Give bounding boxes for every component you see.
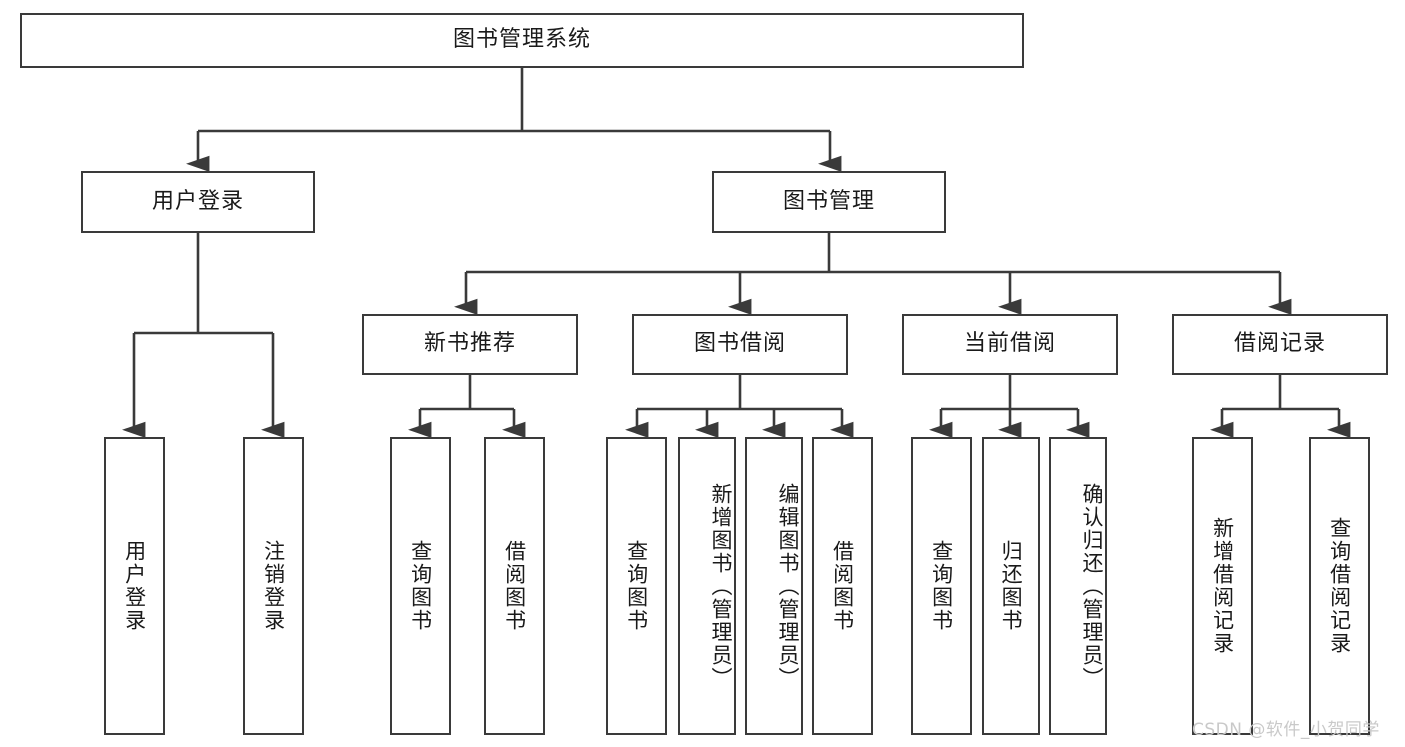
node-book-manage-label: 图书管理 — [782, 188, 875, 214]
node-root[interactable]: 图书管理系统 — [20, 13, 1024, 68]
node-leaf-user-logout-label: 注销登录 — [261, 540, 286, 632]
node-leaf-edit-book[interactable]: 编辑图书（管理员） — [745, 437, 803, 735]
node-leaf-query-book-3[interactable]: 查询图书 — [911, 437, 972, 735]
node-borrow-record-label: 借阅记录 — [1233, 331, 1326, 357]
node-leaf-borrow-book-1[interactable]: 借阅图书 — [484, 437, 545, 735]
node-leaf-user-login[interactable]: 用户登录 — [104, 437, 165, 735]
node-borrow-record[interactable]: 借阅记录 — [1172, 314, 1388, 375]
node-leaf-query-book-1-label: 查询图书 — [408, 540, 433, 632]
node-leaf-add-record-label: 新增借阅记录 — [1210, 517, 1235, 655]
node-leaf-user-logout[interactable]: 注销登录 — [243, 437, 304, 735]
node-leaf-user-login-label: 用户登录 — [122, 540, 147, 632]
node-leaf-add-book[interactable]: 新增图书（管理员） — [678, 437, 736, 735]
node-leaf-return-book-label: 归还图书 — [999, 540, 1024, 632]
node-leaf-borrow-book-1-label: 借阅图书 — [502, 540, 527, 632]
node-leaf-add-book-label: 新增图书（管理员） — [709, 482, 733, 690]
node-leaf-query-book-2[interactable]: 查询图书 — [606, 437, 667, 735]
node-leaf-query-record[interactable]: 查询借阅记录 — [1309, 437, 1370, 735]
node-book-borrow-label: 图书借阅 — [693, 331, 786, 357]
node-book-borrow[interactable]: 图书借阅 — [632, 314, 848, 375]
node-current-borrow[interactable]: 当前借阅 — [902, 314, 1118, 375]
node-user-login[interactable]: 用户登录 — [81, 171, 315, 233]
node-leaf-borrow-book-2[interactable]: 借阅图书 — [812, 437, 873, 735]
node-user-login-label: 用户登录 — [151, 188, 244, 214]
node-leaf-add-record[interactable]: 新增借阅记录 — [1192, 437, 1253, 735]
node-leaf-borrow-book-2-label: 借阅图书 — [830, 540, 855, 632]
node-leaf-confirm-return[interactable]: 确认归还（管理员） — [1049, 437, 1107, 735]
node-leaf-confirm-return-label: 确认归还（管理员） — [1080, 482, 1104, 690]
node-leaf-query-book-1[interactable]: 查询图书 — [390, 437, 451, 735]
watermark-text: CSDN @软件_小贺同学 — [1192, 720, 1380, 740]
node-leaf-edit-book-label: 编辑图书（管理员） — [776, 482, 800, 690]
node-leaf-query-book-3-label: 查询图书 — [929, 540, 954, 632]
node-new-book-rec-label: 新书推荐 — [423, 331, 516, 357]
node-root-label: 图书管理系统 — [452, 27, 591, 53]
node-new-book-rec[interactable]: 新书推荐 — [362, 314, 578, 375]
node-book-manage[interactable]: 图书管理 — [712, 171, 946, 233]
node-leaf-query-record-label: 查询借阅记录 — [1327, 517, 1352, 655]
node-leaf-query-book-2-label: 查询图书 — [624, 540, 649, 632]
node-leaf-return-book[interactable]: 归还图书 — [982, 437, 1040, 735]
node-current-borrow-label: 当前借阅 — [963, 331, 1056, 357]
